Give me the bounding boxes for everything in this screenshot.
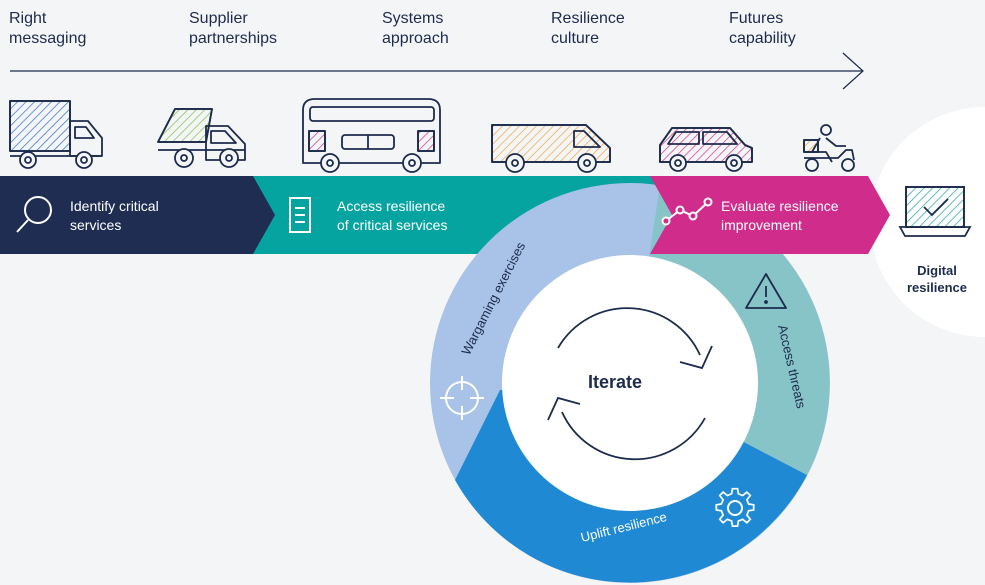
stage-identify-band — [0, 176, 280, 254]
search-icon — [16, 196, 52, 233]
line-chart-icon — [661, 197, 713, 226]
van-icon — [491, 124, 611, 173]
iterate-cycle-arrows — [547, 307, 713, 461]
stage-evaluate-band — [650, 176, 890, 254]
box-truck-icon — [9, 100, 103, 169]
warning-icon — [745, 273, 787, 309]
scooter-rider-icon — [803, 124, 855, 172]
timeline-arrow — [10, 52, 864, 90]
iterate-label: Iterate — [588, 372, 643, 392]
laptop-check-icon — [898, 186, 972, 237]
ring-center — [502, 255, 758, 511]
crosshair-icon — [440, 376, 484, 420]
document-icon — [289, 197, 311, 233]
dump-truck-icon — [157, 108, 246, 168]
car-icon — [659, 127, 753, 172]
cycle-ring — [430, 183, 830, 583]
gear-icon — [715, 487, 755, 527]
double-decker-bus-icon — [302, 98, 441, 173]
